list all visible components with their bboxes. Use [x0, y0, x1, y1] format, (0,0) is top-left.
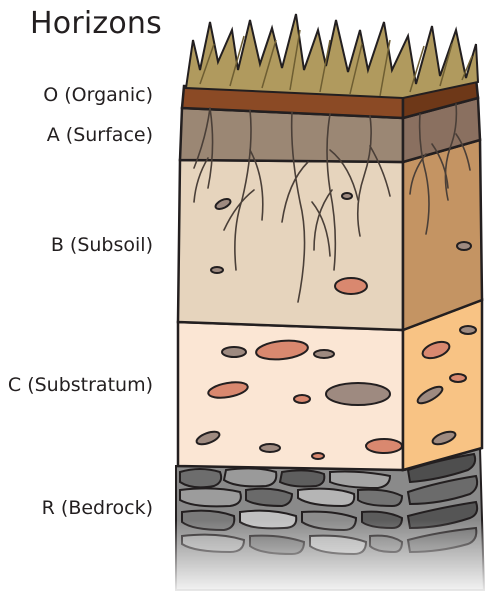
horizon-r-bedrock: [170, 448, 490, 599]
horizon-b-subsoil: [178, 140, 482, 330]
grass-tuft: [186, 14, 478, 98]
